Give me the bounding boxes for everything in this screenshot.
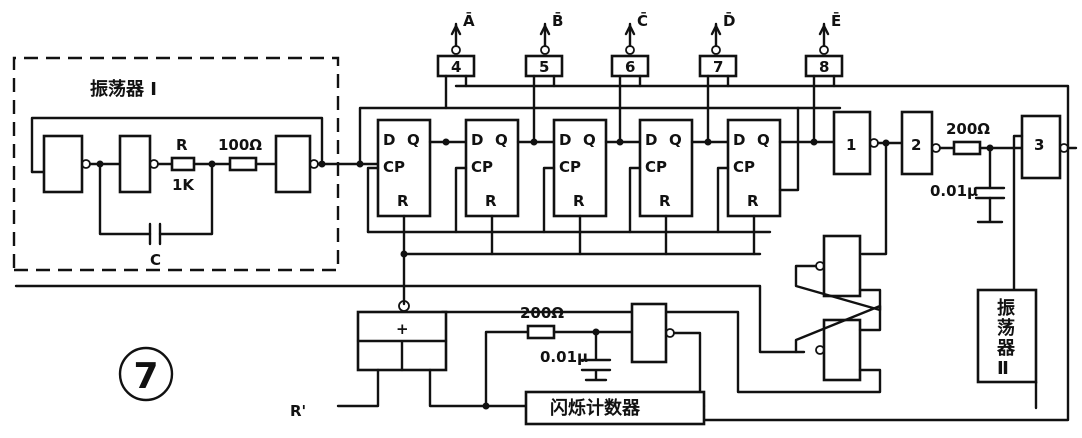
svg-text:R: R (747, 192, 759, 210)
svg-text:CP: CP (733, 158, 755, 176)
figure-number: 7 (133, 356, 158, 397)
svg-text:Q: Q (583, 131, 596, 149)
oscillator-1-title: 振荡器 I (90, 78, 157, 100)
output-gate-8 (804, 54, 844, 78)
output-gate-5 (524, 54, 564, 78)
inverter-gate (42, 134, 84, 194)
svg-text:CP: CP (471, 158, 493, 176)
resistor (170, 156, 196, 172)
svg-text:CP: CP (383, 158, 405, 176)
svg-text:8: 8 (819, 58, 829, 76)
svg-text:R: R (573, 192, 585, 210)
svg-text:100Ω: 100Ω (218, 136, 262, 154)
output-gate-6 (610, 54, 650, 78)
svg-text:3: 3 (1034, 136, 1044, 154)
capacitor (974, 186, 1006, 200)
capacitor (580, 330, 612, 382)
gate-chain: 1 2 200Ω 0.01μ 3 (832, 110, 1078, 292)
svg-text:200Ω: 200Ω (520, 304, 564, 322)
svg-text:CP: CP (559, 158, 581, 176)
resistor (228, 156, 258, 172)
d-flipflop-2 (464, 118, 520, 218)
input-label: R' (290, 402, 306, 420)
output-gate-7 (698, 54, 738, 78)
svg-text:D: D (471, 131, 483, 149)
svg-text:+: + (396, 320, 409, 338)
output-gate-4 (436, 54, 476, 78)
latch-gate-bottom (822, 318, 862, 382)
figure-number-circle (118, 346, 174, 402)
svg-text:1K: 1K (172, 176, 195, 194)
adder-block: + R' (290, 300, 528, 420)
inverter-gate (630, 302, 668, 364)
flipflop-chain: D Q CP R D Q CP R D Q CP R D Q CP R (366, 106, 836, 256)
output-signal-c: C̄ (637, 10, 648, 30)
svg-text:1: 1 (846, 136, 856, 154)
d-flipflop-1 (376, 118, 432, 218)
svg-text:D: D (383, 131, 395, 149)
oscillator-2 (976, 288, 1038, 384)
svg-text:D: D (645, 131, 657, 149)
output-signal-b: B̄ (552, 10, 563, 30)
svg-text:R: R (176, 136, 188, 154)
svg-text:Q: Q (495, 131, 508, 149)
svg-text:0.01μ: 0.01μ (930, 182, 978, 200)
flash-counter (524, 390, 706, 426)
svg-text:200Ω: 200Ω (946, 120, 990, 138)
svg-text:Q: Q (669, 131, 682, 149)
svg-text:R: R (397, 192, 409, 210)
output-signal-e: Ē (831, 10, 841, 30)
gate-1 (832, 110, 872, 176)
d-flipflop-5 (726, 118, 782, 218)
resistor (952, 140, 982, 156)
svg-text:R: R (659, 192, 671, 210)
gate-2 (900, 110, 934, 176)
rs-latch (440, 234, 882, 394)
svg-text:D: D (733, 131, 745, 149)
svg-text:CP: CP (645, 158, 667, 176)
capacitor (148, 222, 162, 246)
latch-gate-top (822, 234, 862, 298)
output-signal-a: Ā (463, 10, 475, 30)
svg-text:5: 5 (539, 58, 549, 76)
output-gates: 4 Ā 5 B̄ 6 C̄ 7 D̄ 8 Ē (436, 10, 844, 144)
svg-text:R: R (485, 192, 497, 210)
svg-text:4: 4 (451, 58, 461, 76)
oscillator-2-title: 振 荡 器 Ⅱ (996, 297, 1021, 379)
svg-text:C: C (150, 251, 161, 269)
svg-text:7: 7 (713, 58, 723, 76)
inverter-gate (118, 134, 152, 194)
svg-text:0.01μ: 0.01μ (540, 348, 588, 366)
oscillator-1-border (12, 56, 340, 272)
flash-counter-label: 闪烁计数器 (550, 397, 641, 419)
svg-text:D: D (559, 131, 571, 149)
resistor (526, 324, 556, 340)
svg-text:Q: Q (757, 131, 770, 149)
svg-text:Q: Q (407, 131, 420, 149)
svg-text:6: 6 (625, 58, 635, 76)
output-signal-d: D̄ (723, 10, 735, 30)
oscillator-1: 振荡器 I R 1K 100Ω C (12, 56, 380, 272)
inverter-gate (274, 134, 312, 194)
svg-text:2: 2 (911, 136, 921, 154)
